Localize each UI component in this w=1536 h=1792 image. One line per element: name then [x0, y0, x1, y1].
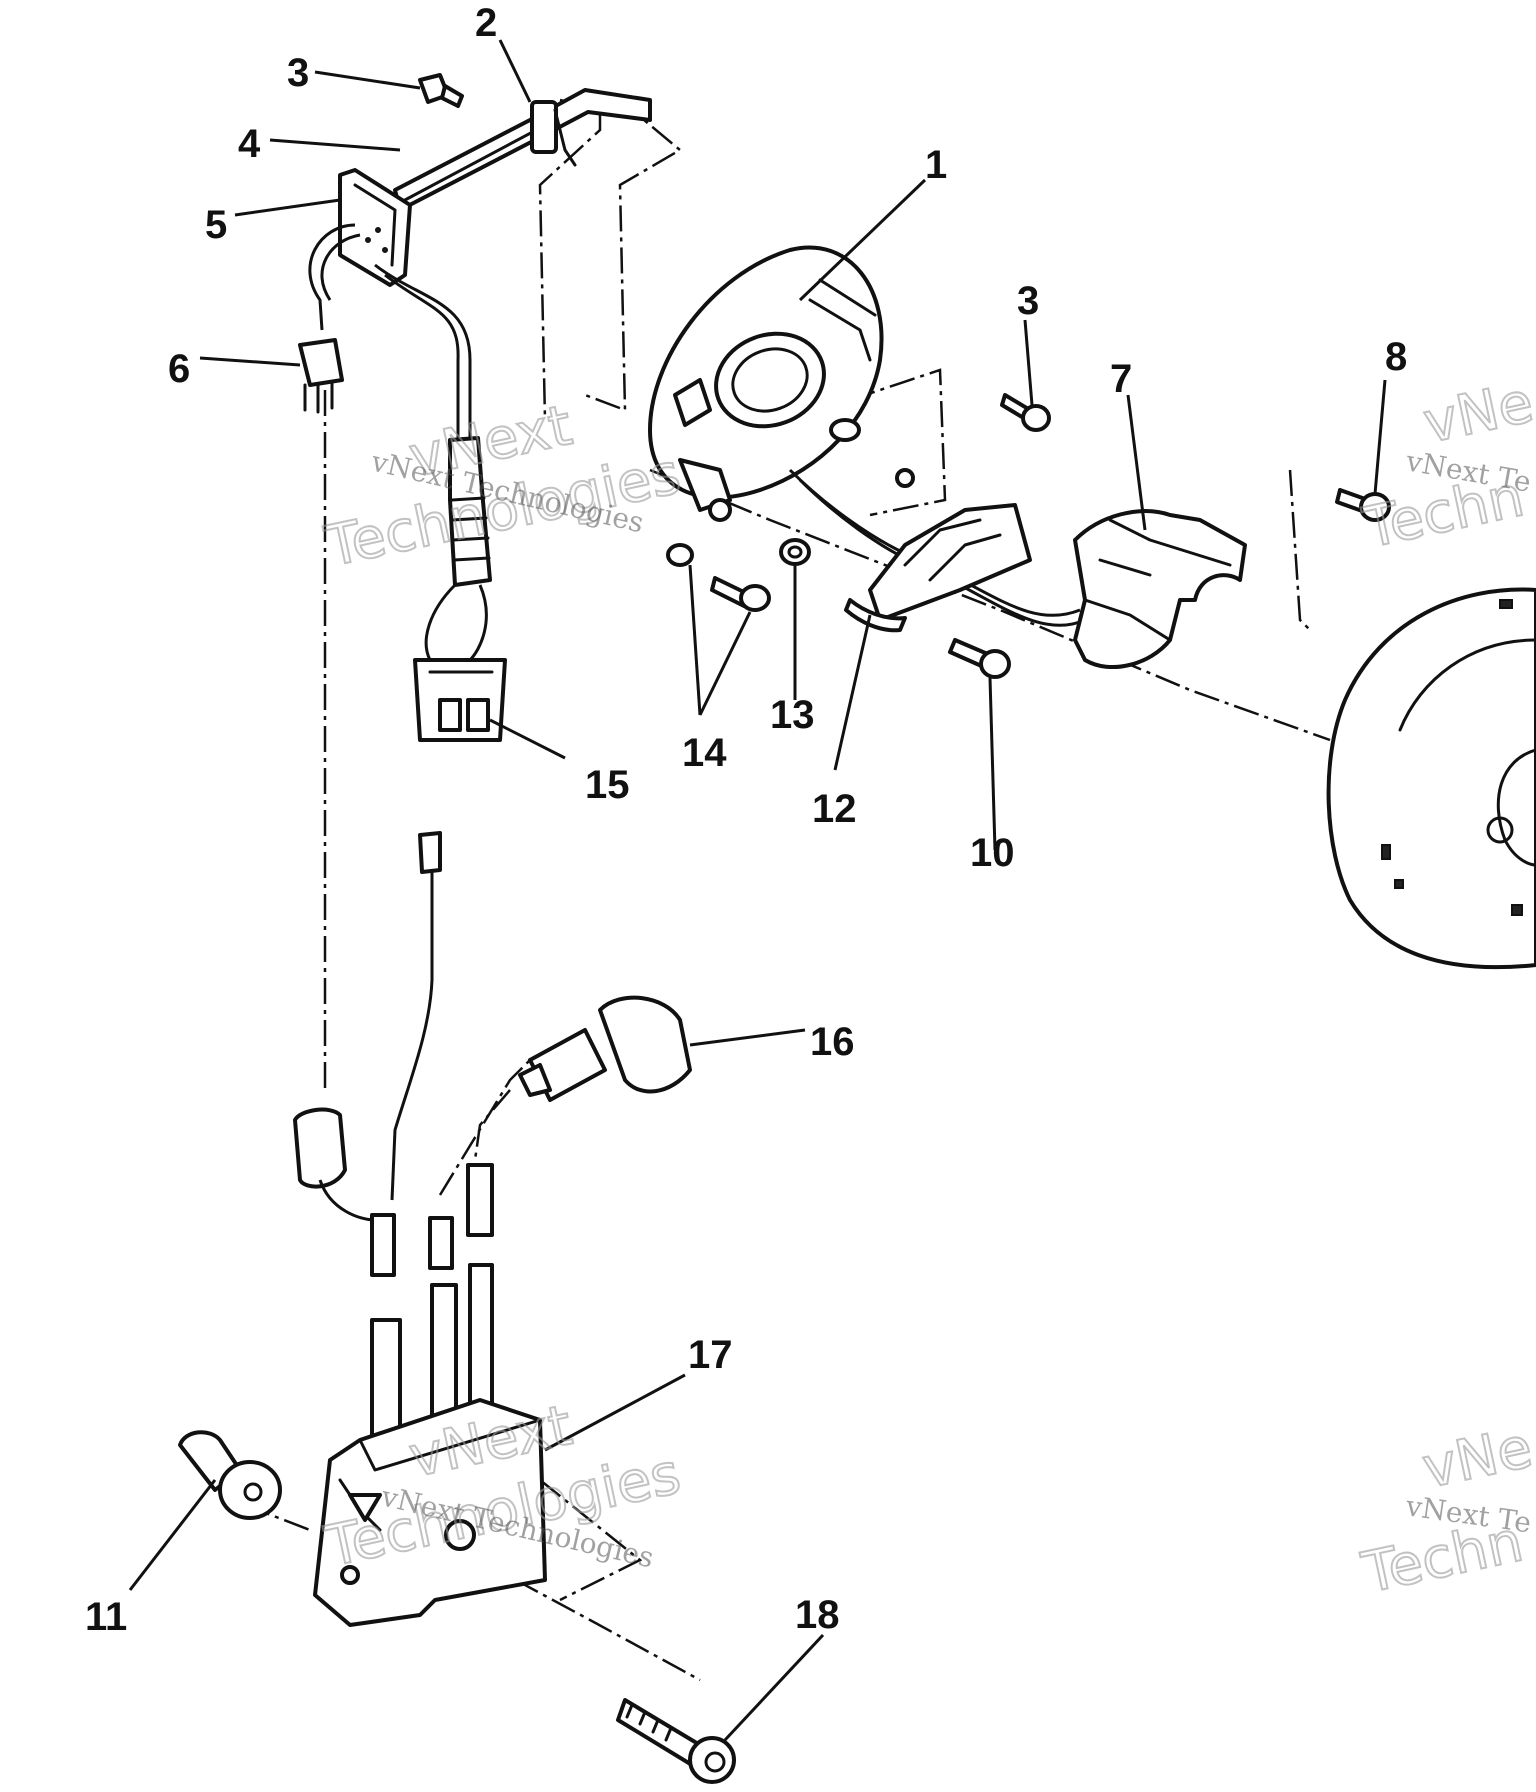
trigger-coil [1073, 509, 1247, 669]
stator-plate [648, 245, 884, 522]
terminal-sleeves [428, 1163, 494, 1270]
screw-top-left [418, 73, 464, 108]
flywheel [1326, 587, 1536, 970]
rubber-mount [178, 1430, 282, 1520]
harness-wires [308, 223, 472, 440]
connector-14 [413, 436, 507, 742]
callout-labels: 2 3 4 5 6 1 3 7 8 15 14 13 12 10 16 17 1… [85, 1, 1407, 1639]
callout-5: 5 [205, 203, 227, 247]
screw-10 [948, 638, 1011, 679]
connector-6 [298, 338, 344, 414]
callout-3-right: 3 [1017, 279, 1039, 323]
nut-12 [779, 538, 811, 566]
bolt-17 [616, 1698, 736, 1784]
callout-18: 11 [85, 1595, 127, 1639]
leader-lines [128, 39, 1387, 1742]
callout-4: 4 [238, 122, 261, 166]
callout-2: 2 [475, 1, 497, 45]
callout-16: 17 [688, 1333, 733, 1377]
callout-13: 14 [682, 731, 727, 775]
cdi-module [313, 1263, 547, 1627]
callout-15: 16 [810, 1020, 855, 1064]
callout-8: 8 [1385, 335, 1407, 379]
watermark-big-cut-1: vNe [1418, 370, 1536, 456]
coil-bracket [844, 503, 1032, 633]
wire-harness-top [393, 88, 652, 212]
screw-3-right [1000, 393, 1051, 432]
loose-wire-connector [293, 831, 442, 1277]
callout-12: 13 [770, 693, 815, 737]
callout-3-top: 3 [287, 51, 309, 95]
callout-7: 7 [1110, 357, 1132, 401]
callout-10: 10 [970, 831, 1015, 875]
grommet-plate [338, 168, 412, 287]
watermark-big-cut-3: vNe [1417, 1415, 1536, 1501]
callout-11: 12 [812, 787, 857, 831]
screw-13 [666, 543, 771, 612]
callout-1: 1 [925, 143, 947, 187]
spark-plug-cap [473, 995, 692, 1161]
callout-17: 18 [795, 1593, 840, 1637]
callout-14: 15 [585, 763, 630, 807]
callout-6: 6 [168, 347, 190, 391]
